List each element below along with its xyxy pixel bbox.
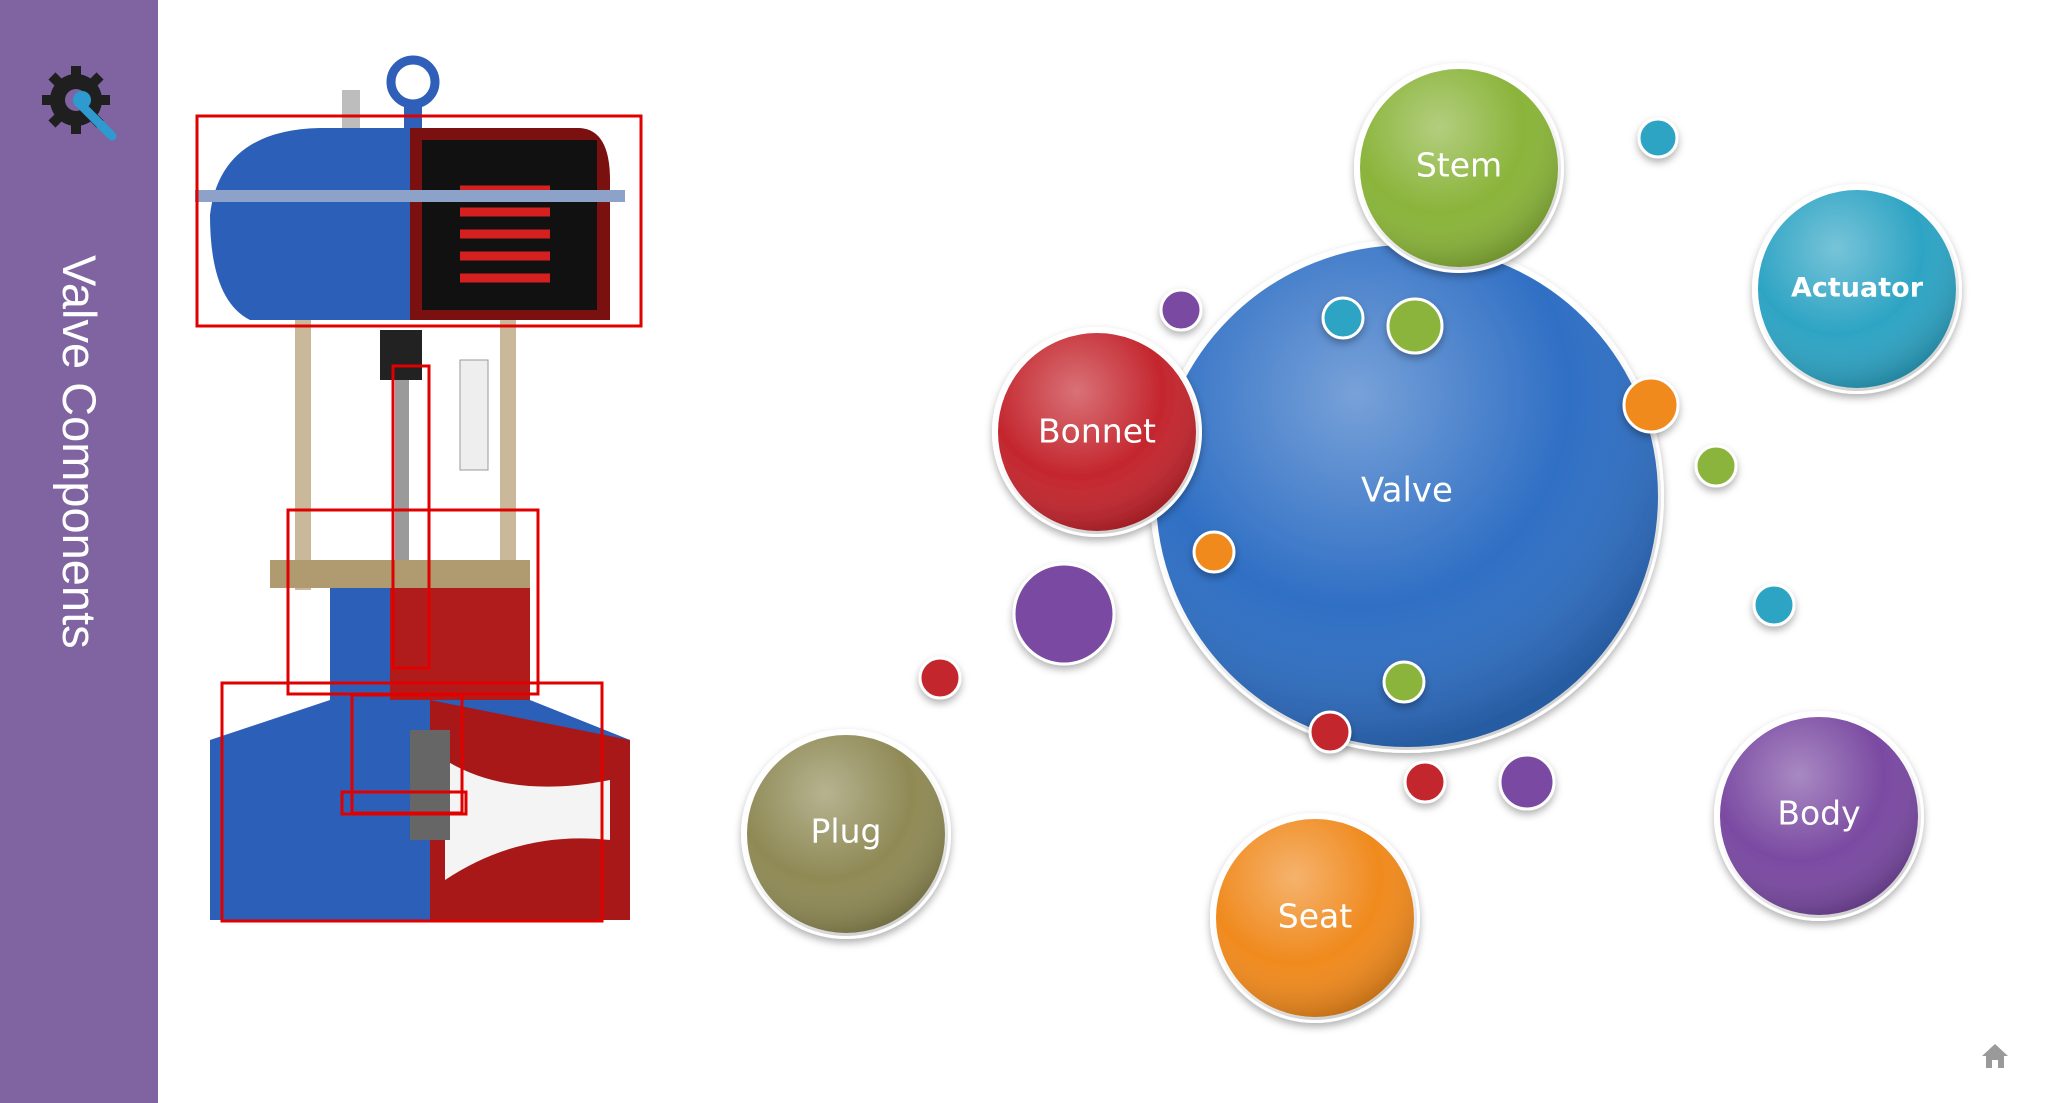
actuator-bubble: [1752, 184, 1962, 394]
plug-label: Plug: [811, 812, 882, 851]
home-icon[interactable]: [1980, 1040, 2010, 1072]
seat-bubble: [1210, 813, 1420, 1023]
valve-center-label: Valve: [1361, 471, 1453, 511]
seat-label: Seat: [1278, 897, 1352, 936]
valve-cutaway-image: [195, 55, 643, 923]
actuator-label: Actuator: [1791, 273, 1924, 304]
stem-bubble: [1354, 63, 1564, 273]
decorative-dots: [918, 117, 1796, 811]
body-bubble: [1714, 711, 1924, 921]
bonnet-bubble: [992, 327, 1202, 537]
valve-center-bubble: [1150, 239, 1664, 753]
bonnet-label: Bonnet: [1038, 412, 1156, 451]
stem-label: Stem: [1416, 146, 1502, 185]
plug-bubble: [741, 729, 951, 939]
body-label: Body: [1777, 794, 1860, 833]
sidebar: Valve Components: [0, 0, 158, 1103]
gear-wrench-icon: [42, 66, 117, 141]
